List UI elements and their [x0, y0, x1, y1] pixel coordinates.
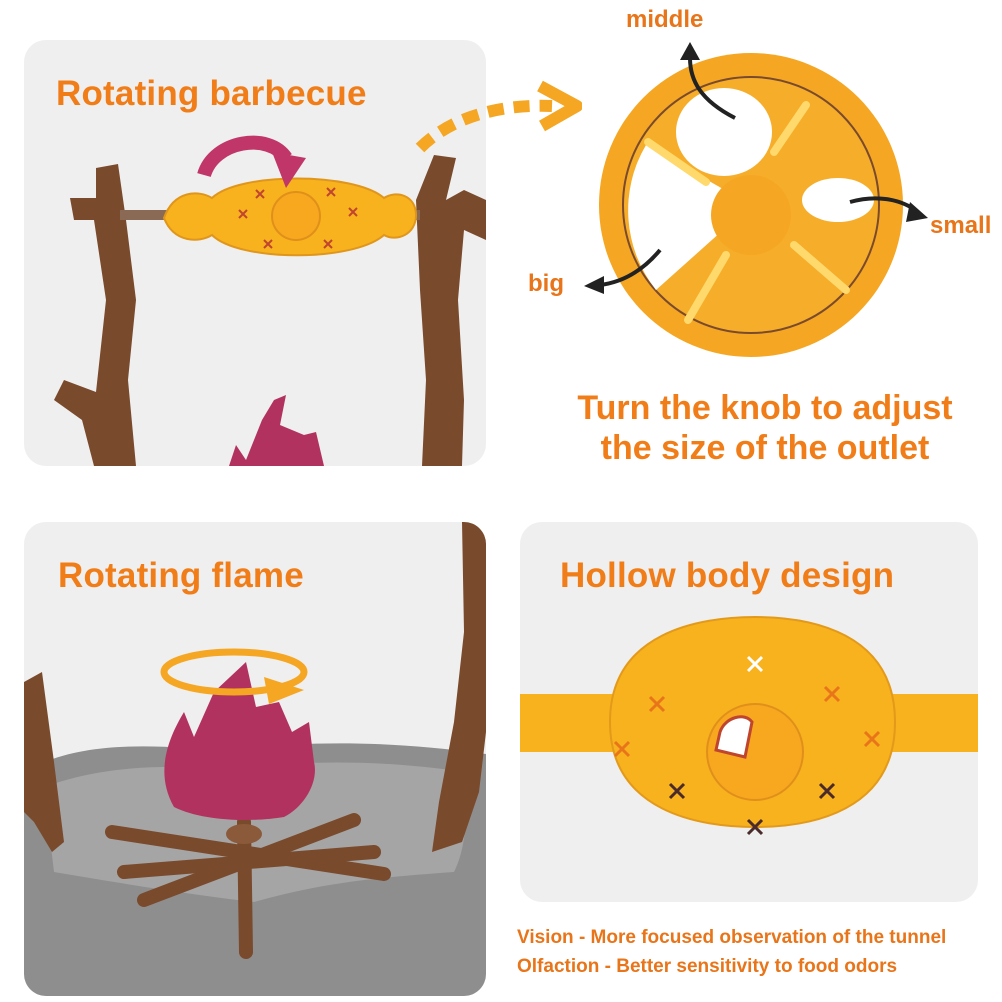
- left-trunk: [24, 672, 64, 852]
- hollow-body-illustration: [520, 615, 978, 836]
- panel-title: Rotating flame: [58, 556, 304, 595]
- rotate-arrow-icon: [197, 135, 292, 178]
- arrow-small-icon: [849, 196, 920, 214]
- rotate-ring-icon: [160, 648, 308, 696]
- knob-diagram: [599, 53, 903, 357]
- note-vision: Vision - More focused observation of the…: [517, 927, 947, 948]
- label-big: big: [528, 270, 564, 297]
- callout-arrows: [584, 42, 928, 294]
- flame-shape: [229, 395, 324, 466]
- hollow-opening: [714, 715, 754, 759]
- rotating-flame: [164, 662, 315, 820]
- arrow-big-icon: [599, 248, 662, 287]
- panel-rotating-flame: Rotating flame: [24, 522, 486, 996]
- knob-caption-line2: the size of the outlet: [600, 429, 930, 467]
- log-center: [226, 824, 262, 844]
- flame-illustration: [24, 522, 486, 996]
- note-olfaction: Olfaction - Better sensitivity to food o…: [517, 956, 898, 977]
- label-small: small: [930, 212, 992, 239]
- panel-rotating-barbecue: Rotating barbecue: [24, 40, 486, 466]
- panel-hollow-body: Hollow body design: [520, 522, 978, 902]
- label-middle: middle: [626, 6, 704, 33]
- knob-hub: [711, 175, 791, 255]
- panel-title: Rotating barbecue: [56, 74, 367, 113]
- barbecue-illustration: [54, 135, 486, 466]
- knob-caption-line1: Turn the knob to adjust: [577, 389, 953, 427]
- left-branch: [54, 164, 136, 466]
- chicken-knob: [271, 191, 321, 241]
- right-branch: [416, 155, 486, 466]
- panel-title: Hollow body design: [560, 556, 895, 595]
- middle-hole: [676, 88, 772, 176]
- dashed-arrow-icon: [415, 80, 582, 153]
- tube-right: [880, 694, 978, 752]
- arrow-middle-icon: [688, 57, 736, 120]
- right-trunk: [432, 522, 486, 852]
- small-hole: [802, 178, 874, 222]
- knob-caption: Turn the knob to adjust the size of the …: [530, 388, 1000, 468]
